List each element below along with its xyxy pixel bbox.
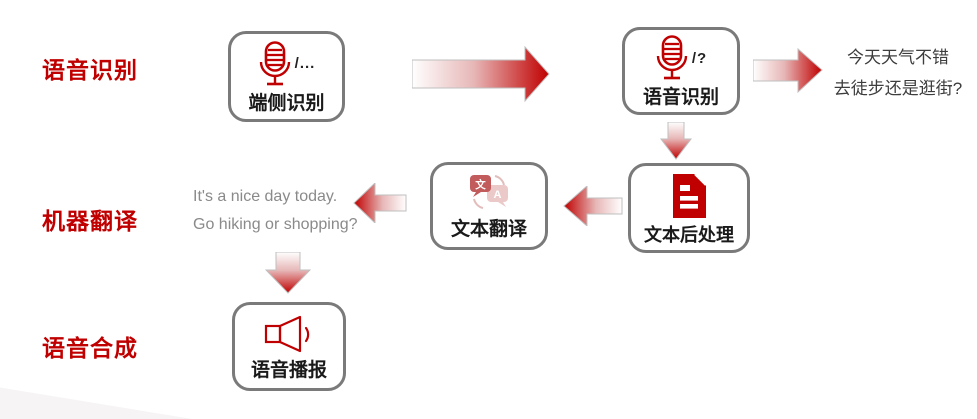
node-label: 语音播报 (250, 359, 327, 381)
microphone-icon (259, 40, 290, 85)
speaker-icon (264, 315, 310, 352)
mt-output-line1: It's a nice day today. (193, 188, 338, 205)
flow-arrow-left-icon (353, 183, 407, 223)
node-speech-recognition: /? 语音识别 (622, 27, 740, 115)
flow-arrow-left-icon (563, 186, 623, 226)
partial-result-text: /... (294, 55, 316, 72)
mt-output-text: It's a nice day today. Go hiking or shop… (193, 183, 358, 239)
svg-text:A: A (494, 189, 502, 201)
row-label-machine-translation: 机器翻译 (42, 208, 138, 234)
background-wedge-decoration (0, 387, 192, 419)
node-speech-playback: 语音播报 (232, 302, 346, 391)
translate-icon: A 文 (470, 175, 508, 209)
node-text-postprocess: 文本后处理 (628, 163, 750, 253)
mt-output-line2: Go hiking or shopping? (193, 216, 358, 233)
row-label-speech-recognition: 语音识别 (42, 57, 138, 83)
asr-output-text: 今天天气不错 去徒步还是逛街? (828, 42, 968, 104)
document-icon (673, 172, 707, 218)
node-device-recognition: /... 端侧识别 (228, 31, 345, 122)
svg-text:文: 文 (474, 178, 486, 191)
microphone-icon (656, 35, 688, 80)
flow-arrow-right-icon (412, 46, 550, 102)
flow-arrow-right-icon (753, 48, 823, 93)
node-label: 语音识别 (642, 87, 719, 108)
node-text-translation: A 文 文本翻译 (430, 162, 548, 250)
asr-output-line2: 去徒步还是逛街? (833, 79, 963, 98)
flow-arrow-down-icon (660, 122, 692, 160)
node-label: 文本翻译 (450, 219, 527, 240)
node-icon-row: /? (655, 35, 707, 81)
node-label: 文本后处理 (644, 224, 734, 245)
row-label-speech-synthesis: 语音合成 (42, 335, 138, 361)
node-icon-row: /... (258, 40, 316, 87)
asr-output-line1: 今天天气不错 (847, 48, 949, 67)
query-result-text: /? (691, 49, 708, 67)
node-label: 端侧识别 (248, 92, 325, 114)
flow-arrow-down-icon (265, 252, 311, 294)
